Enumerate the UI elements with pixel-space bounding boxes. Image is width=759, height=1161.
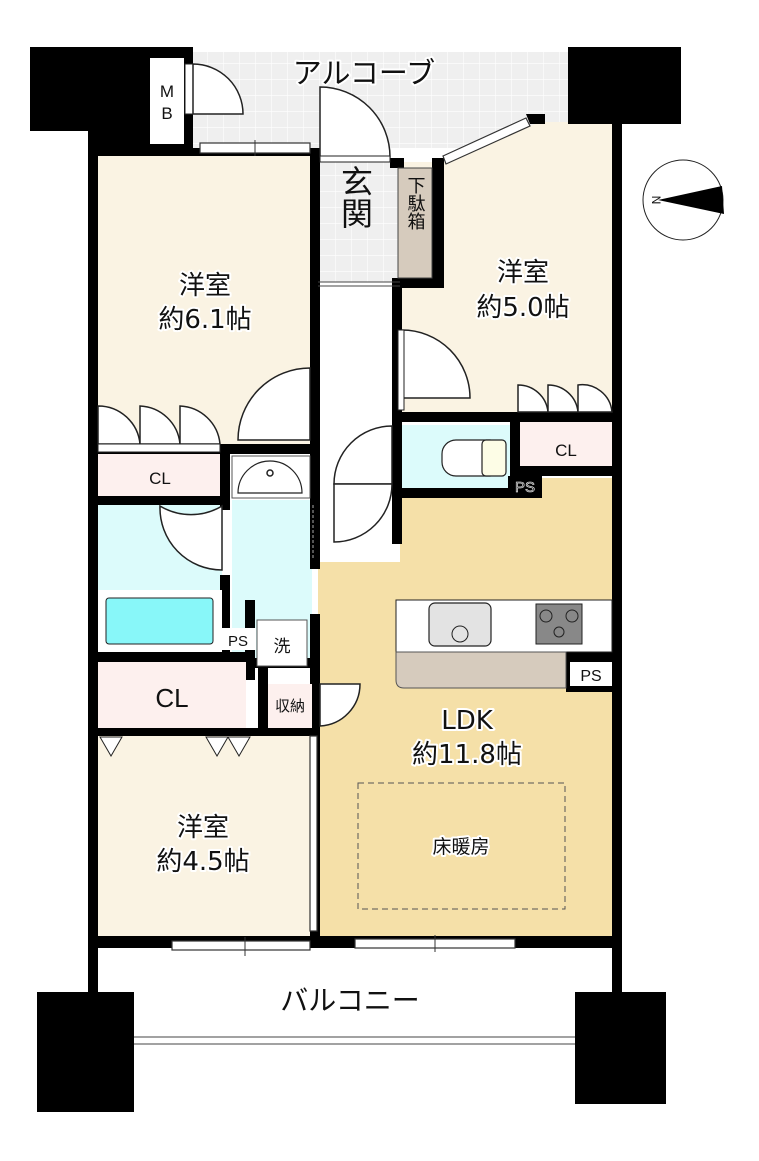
bedroom-3-closet-doors[interactable] (99, 736, 251, 757)
ps-bath-label: PS (228, 633, 248, 650)
laundry-label: 洗 (274, 637, 291, 656)
entrance-door[interactable] (319, 86, 391, 163)
bedroom-1-closet-label: CL (149, 469, 171, 488)
alcove-label: アルコーブ (293, 56, 435, 90)
toilet (441, 439, 507, 477)
ps-bath: PS (222, 628, 256, 650)
entrance-floor (320, 162, 398, 282)
stove (535, 603, 583, 645)
bedroom-3-closet (98, 662, 246, 728)
toilet-door[interactable] (333, 425, 393, 543)
meter-box-label-b: B (161, 104, 172, 123)
storage-label: 収納 (275, 698, 305, 715)
bedroom-2-closet-doors[interactable] (517, 383, 613, 413)
storage (268, 684, 312, 728)
bathtub (98, 590, 222, 652)
ps-kitchen-label: PS (580, 668, 601, 685)
ldk-name: LDK (441, 706, 494, 736)
bedroom-3-name: 洋室 (177, 813, 229, 843)
compass: N (642, 159, 724, 241)
bedroom-3-floor (98, 735, 313, 947)
bedroom-1-closet (98, 454, 220, 496)
ldk-size: 約11.8帖 (412, 740, 522, 770)
ps-kitchen: PS (570, 662, 612, 686)
floor-heating-label: 床暖房 (432, 836, 489, 858)
bedroom-1-name: 洋室 (179, 271, 231, 301)
meter-box-label-m: M (160, 82, 174, 101)
shoe-box-label: 下駄箱 (405, 176, 426, 230)
meter-box: M B (150, 58, 184, 144)
bedroom-3-closet-label: CL (155, 683, 188, 713)
ps-toilet-label: PS (515, 479, 535, 496)
entrance-label: 玄関 (336, 165, 374, 229)
bedroom-2-closet-label: CL (555, 441, 577, 460)
north-arrow-icon (658, 186, 724, 214)
storage-door[interactable] (319, 683, 361, 727)
laundry-space: 洗 (256, 619, 308, 667)
balcony-rail (134, 1036, 575, 1045)
bathroom-door[interactable] (159, 504, 223, 571)
balcony-label: バルコニー (280, 984, 419, 1017)
bedroom-1-size: 約6.1帖 (158, 305, 251, 335)
bedroom-1-door[interactable] (237, 367, 311, 441)
compass-north-label: N (649, 196, 663, 205)
kitchen-sink (428, 602, 492, 647)
bedroom-2-name: 洋室 (497, 258, 549, 288)
bedroom-2-closet (520, 422, 612, 466)
bedroom-1-closet-doors[interactable] (97, 405, 221, 453)
ps-toilet: PS (508, 476, 542, 496)
bedroom-2-door[interactable] (397, 329, 471, 411)
windows (171, 117, 531, 956)
bedroom-2-floor (400, 122, 612, 412)
ldk-floor (318, 478, 612, 938)
meter-box-door[interactable] (184, 63, 244, 115)
bedroom-2-size: 約5.0帖 (476, 293, 569, 323)
shoe-box: 下駄箱 (397, 167, 433, 279)
floor-heating-area (357, 782, 566, 910)
washbasin (231, 455, 311, 499)
bedroom-3-size: 約4.5帖 (156, 847, 249, 877)
